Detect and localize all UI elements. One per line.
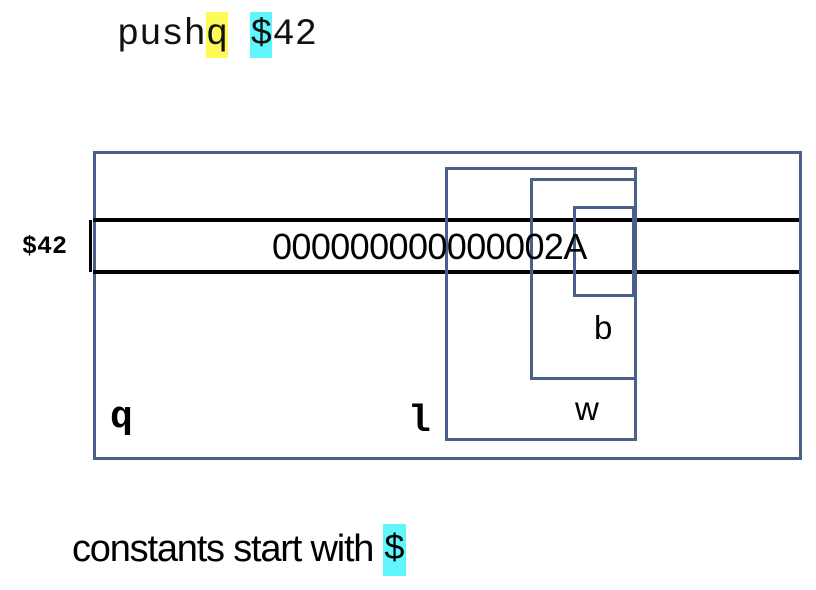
register-band-left-edge <box>89 220 92 272</box>
long-size-label: l <box>408 400 431 443</box>
word-box <box>530 178 637 380</box>
immediate-number: 42 <box>272 14 317 56</box>
instruction-line: pushq $42 <box>117 12 317 60</box>
caption-dollar-highlight: $ <box>382 524 407 576</box>
quad-word-box <box>93 151 802 460</box>
caption: constants start with $ <box>72 524 407 576</box>
byte-box <box>573 206 635 297</box>
hex-value: 000000000000002A <box>272 226 587 267</box>
caption-text: constants start with <box>72 528 383 570</box>
byte-size-label: b <box>594 309 613 346</box>
size-suffix-highlight: q <box>205 12 229 58</box>
mnemonic-base: push <box>117 14 206 56</box>
quad-size-label: q <box>110 396 133 439</box>
word-size-label: w <box>575 390 599 427</box>
instruction-space <box>228 12 250 58</box>
immediate-label: $42 <box>22 232 68 261</box>
dollar-sign-highlight: $ <box>250 12 273 58</box>
